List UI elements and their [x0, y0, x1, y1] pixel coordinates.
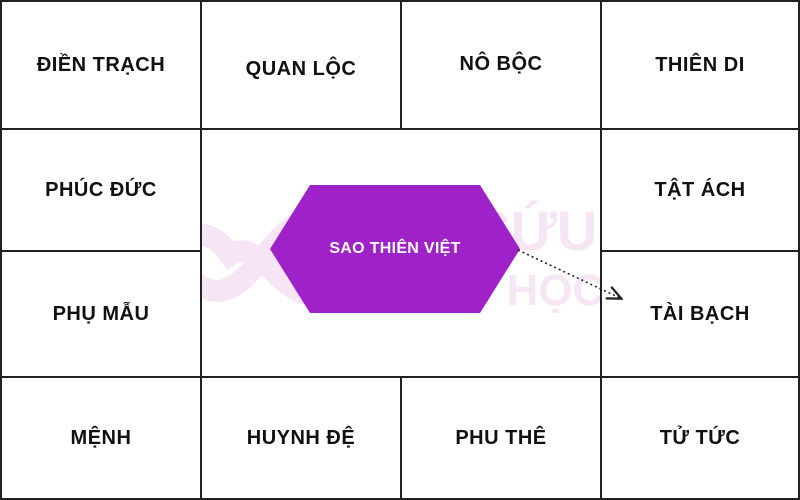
palace-dien-trach: ĐIỀN TRẠCH [0, 0, 202, 130]
center-star-label: SAO THIÊN VIỆT [329, 240, 461, 257]
palace-label: HUYNH ĐỆ [246, 426, 356, 449]
palace-huynh-de: HUYNH ĐỆ [200, 376, 402, 500]
palace-label: THIÊN DI [655, 53, 745, 76]
palace-no-boc: NÔ BỘC [400, 0, 602, 130]
palace-label: TÀI BẠCH [650, 302, 750, 325]
palace-phu-mau: PHỤ MẪU [0, 250, 202, 378]
palace-tat-ach: TẬT ÁCH [600, 128, 800, 252]
palace-phu-the: PHU THÊ [400, 376, 602, 500]
palace-tai-bach: TÀI BẠCH [600, 250, 800, 378]
palace-label: ĐIỀN TRẠCH [36, 53, 166, 76]
palace-menh: MỆNH [0, 376, 202, 500]
palace-label: PHÚC ĐỨC [45, 178, 157, 201]
palace-label: MỆNH [70, 426, 132, 449]
center-hexagon-shape [270, 185, 520, 313]
palace-quan-loc: QUAN LỘC [200, 0, 402, 130]
palace-label: TỬ TỨC [659, 426, 741, 449]
palace-label: QUAN LỘC [245, 57, 357, 80]
palace-phuc-duc: PHÚC ĐỨC [0, 128, 202, 252]
palace-label: PHU THÊ [455, 426, 547, 449]
palace-thien-di: THIÊN DI [600, 0, 800, 130]
palace-label: NÔ BỘC [459, 52, 543, 75]
palace-label: PHỤ MẪU [52, 302, 150, 325]
palace-label: TẬT ÁCH [654, 178, 746, 201]
palace-tu-tuc: TỬ TỨC [600, 376, 800, 500]
